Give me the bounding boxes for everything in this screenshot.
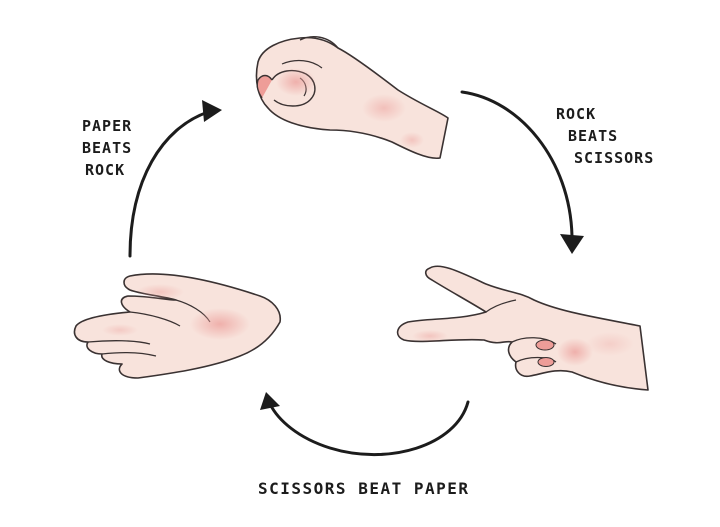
arrow-paper-to-rock [128,100,222,258]
paper-word: PAPER [82,117,133,135]
arrow-scissors-to-paper [260,392,470,456]
scissors-hand-icon [396,265,649,391]
rock-beats-scissors-label: ROCK BEATS SCISSORS [556,103,654,169]
scissors-beat-paper-label: SCISSORS BEAT PAPER [258,479,470,498]
open-hand-icon [73,273,282,379]
scissors-word: SCISSORS [574,149,655,167]
paper-beats-rock-label: PAPER BEATS ROCK [82,115,132,181]
beats-word: BEATS [568,127,619,145]
beats-word: BEATS [82,139,133,157]
arrow-rock-to-scissors [460,90,584,254]
rock-word: ROCK [85,161,126,179]
rock-word: ROCK [556,105,597,123]
fist-hand-icon [255,36,449,160]
